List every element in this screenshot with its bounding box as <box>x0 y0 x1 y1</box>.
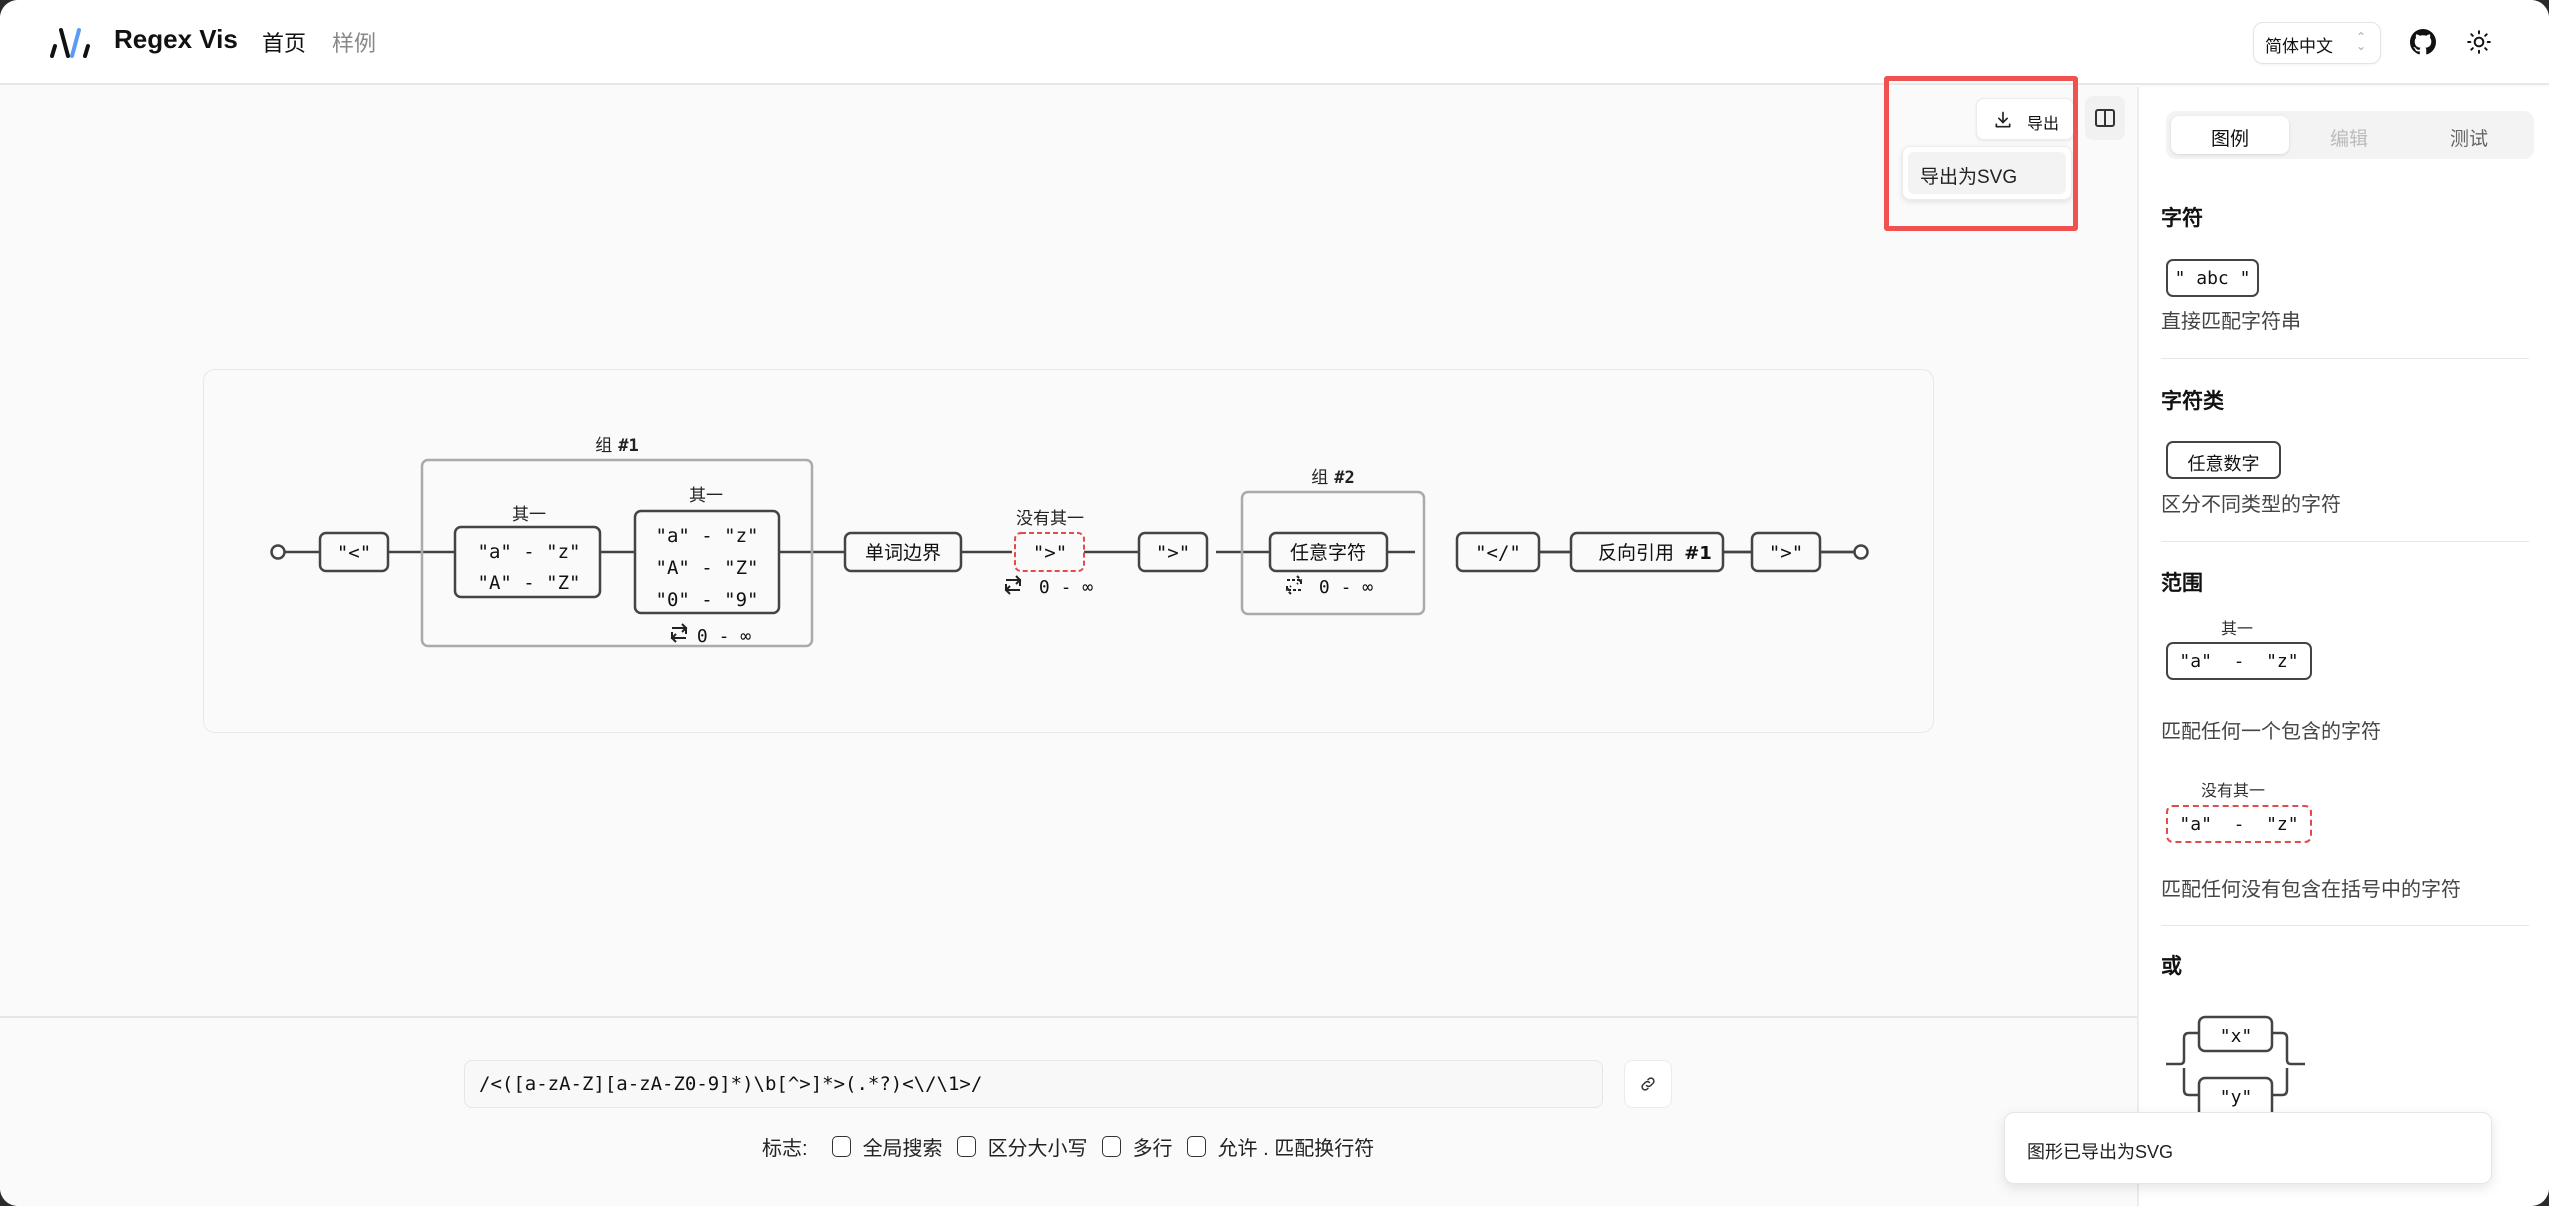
repeat-icon <box>670 623 688 643</box>
split-view-icon <box>2095 109 2115 127</box>
toast-message: 图形已导出为SVG <box>2027 1142 2174 1162</box>
flags-label: 标志: <box>762 1137 808 1160</box>
tab-legend[interactable]: 图例 <box>2171 116 2289 154</box>
node-set-2[interactable]: 其一 "a" - "z" "A" - "Z" "0" - "9" 0 - ∞ <box>633 486 781 647</box>
svg-text:反向引用: 反向引用 <box>1598 542 1674 564</box>
flag-multiline[interactable]: 多行 <box>1101 1132 1173 1161</box>
header: Regex Vis 首页 样例 简体中文 ⌃⌄ <box>0 0 2549 85</box>
or-branch-y: "y" <box>2220 1087 2253 1108</box>
divider <box>2161 358 2529 359</box>
node-char-close-tag[interactable]: "</" <box>1455 531 1541 573</box>
svg-text:单词边界: 单词边界 <box>865 542 941 564</box>
export-svg-menu-item[interactable]: 导出为SVG <box>1908 152 2066 194</box>
start-node <box>270 544 286 560</box>
tab-edit[interactable]: 编辑 <box>2329 129 2368 150</box>
svg-text:"A" - "Z": "A" - "Z" <box>656 557 759 579</box>
brand-name[interactable]: Regex Vis <box>114 24 238 54</box>
split-view-button[interactable] <box>2085 96 2125 140</box>
svg-text:组#1: 组#1 <box>595 436 638 456</box>
svg-text:"0" - "9": "0" - "9" <box>656 589 759 611</box>
or-branch-x: "x" <box>2220 1026 2253 1047</box>
node-word-boundary[interactable]: 单词边界 <box>843 531 963 573</box>
range-a-z: "a" - "z" <box>478 541 581 563</box>
language-select[interactable]: 简体中文 ⌃⌄ <box>2253 22 2381 64</box>
node-char-gt[interactable]: ">" <box>1137 531 1209 573</box>
language-value: 简体中文 <box>2265 37 2333 56</box>
svg-text:任意字符: 任意字符 <box>1290 542 1366 564</box>
group-1[interactable]: 组#1 <box>420 436 814 648</box>
export-menu: 导出为SVG <box>1902 146 2072 200</box>
legend-caption-range: 其一 <box>2221 619 2254 638</box>
svg-text:">": ">" <box>1156 542 1190 564</box>
checkbox[interactable] <box>1101 1135 1121 1157</box>
flag-global[interactable]: 全局搜索 <box>831 1132 943 1161</box>
nav-home[interactable]: 首页 <box>262 31 307 56</box>
divider <box>2161 541 2529 542</box>
svg-text:其一: 其一 <box>689 486 723 506</box>
divider <box>2161 925 2529 926</box>
sun-icon[interactable] <box>2466 29 2492 55</box>
regex-input[interactable] <box>464 1060 1603 1108</box>
checkbox[interactable] <box>831 1135 851 1157</box>
legend-desc-range: 匹配任何一个包含的字符 <box>2161 721 2381 743</box>
flag-dotall[interactable]: 允许 . 匹配换行符 <box>1186 1132 1374 1161</box>
legend-desc-char: 直接匹配字符串 <box>2161 311 2301 333</box>
legend-example-range: "a" - "z" <box>2166 642 2312 680</box>
legend-title-class: 字符类 <box>2161 390 2224 413</box>
editor-divider <box>0 1016 2137 1018</box>
nav-examples[interactable]: 样例 <box>332 31 377 56</box>
export-button[interactable]: 导出 <box>1976 98 2074 140</box>
group-2[interactable]: 组#2 <box>1240 468 1426 616</box>
link-icon <box>1641 1077 1655 1091</box>
legend-example-class: 任意数字 <box>2166 441 2281 479</box>
tab-test[interactable]: 测试 <box>2449 129 2488 150</box>
svg-text:#1: #1 <box>1684 543 1712 564</box>
toast-notification: 图形已导出为SVG <box>2004 1112 2492 1184</box>
download-icon <box>1995 111 2011 128</box>
copy-link-button[interactable] <box>1624 1060 1672 1108</box>
legend-example-char: " abc " <box>2166 259 2259 297</box>
lazy-repeat-icon <box>1285 575 1303 595</box>
export-label: 导出 <box>2027 116 2060 133</box>
svg-text:0 - ∞: 0 - ∞ <box>1319 577 1373 598</box>
sidebar: 图例 编辑 测试 字符 " abc " 直接匹配字符串 字符类 任意数字 区分不… <box>2137 87 2549 1206</box>
node-any-char[interactable]: 任意字符 0 - ∞ <box>1268 531 1389 598</box>
regex-diagram: "<" 组#1 其一 "a" - "z" "A" - "Z" 其一 "a" <box>203 369 1934 733</box>
flag-case-sensitive[interactable]: 区分大小写 <box>956 1132 1088 1161</box>
regex-vis-logo[interactable] <box>48 26 94 58</box>
chevron-up-down-icon: ⌃⌄ <box>2355 30 2366 53</box>
legend-title-char: 字符 <box>2161 207 2203 230</box>
legend-example-or: "x" "y" <box>2166 1015 2305 1115</box>
checkbox[interactable] <box>956 1135 976 1157</box>
checkbox[interactable] <box>1186 1135 1206 1157</box>
legend-title-or: 或 <box>2161 955 2182 978</box>
svg-text:其一: 其一 <box>512 505 546 525</box>
node-set-1[interactable]: 其一 "a" - "z" "A" - "Z" <box>453 505 602 599</box>
node-char-gt-final[interactable]: ">" <box>1750 531 1822 573</box>
legend-caption-negated: 没有其一 <box>2201 781 2266 800</box>
svg-text:"a" - "z": "a" - "z" <box>656 525 759 547</box>
svg-text:没有其一: 没有其一 <box>1016 509 1084 529</box>
sidebar-tabs: 图例 编辑 测试 <box>2166 111 2534 159</box>
legend-desc-negated: 匹配任何没有包含在括号中的字符 <box>2161 879 2461 901</box>
svg-text:0 - ∞: 0 - ∞ <box>1039 577 1093 598</box>
svg-text:组#2: 组#2 <box>1311 468 1354 488</box>
legend-desc-class: 区分不同类型的字符 <box>2161 494 2341 516</box>
node-char-lt[interactable]: "<" <box>318 531 390 573</box>
end-node <box>1853 544 1869 560</box>
svg-text:">": ">" <box>1033 542 1067 564</box>
repeat-icon <box>1004 575 1022 595</box>
svg-text:"<": "<" <box>337 542 371 564</box>
node-backreference[interactable]: 反向引用 #1 <box>1569 531 1725 573</box>
flags-row: 标志: 全局搜索 区分大小写 多行 允许 . 匹配换行符 <box>762 1131 1388 1161</box>
range-A-Z: "A" - "Z" <box>478 572 581 594</box>
github-icon[interactable] <box>2410 29 2436 55</box>
svg-text:0 - ∞: 0 - ∞ <box>697 626 751 647</box>
node-negated-set[interactable]: 没有其一 ">" 0 - ∞ <box>1004 509 1093 598</box>
svg-text:">": ">" <box>1769 542 1803 564</box>
legend-title-range: 范围 <box>2161 572 2203 595</box>
legend-example-negated: "a" - "z" <box>2166 805 2312 843</box>
svg-text:"</": "</" <box>1475 542 1521 564</box>
